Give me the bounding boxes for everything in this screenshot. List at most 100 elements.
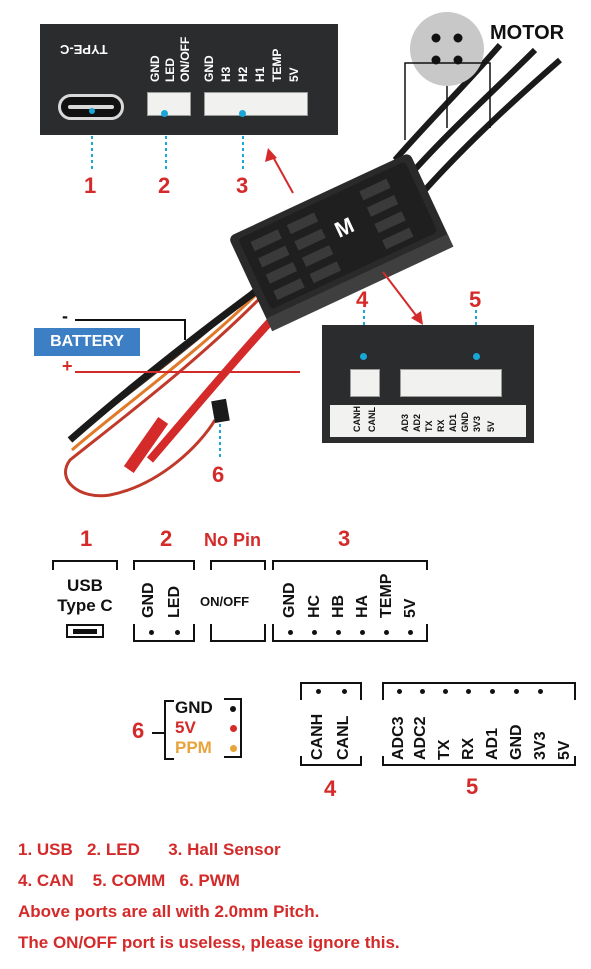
top-label-led: LED [163,58,177,82]
top-label-h3: H3 [219,66,233,82]
port3-dot-5 [384,630,389,635]
battery-box: BATTERY [34,328,140,356]
port1-bracket [52,560,118,570]
port4-pin-canh: CANH [309,713,326,760]
port2-pin-gnd: GND [140,582,157,618]
port5-connector [382,682,576,700]
callout-6: 6 [212,462,225,487]
top-label-typec: TYPE-C [60,42,108,57]
hall-connector [204,92,308,116]
port6-tick [152,732,164,734]
port5-dot-7 [538,689,543,694]
callout-3: 3 [236,173,249,198]
port5-pin-gnd: GND [508,724,525,760]
nopin-label: ON/OFF [200,594,250,609]
battery-minus-line [75,319,186,340]
port2-dot-2 [175,630,180,635]
motor-icon [410,12,484,86]
port3-pin-ha: HA [354,594,371,618]
top-label-h1: H1 [253,66,267,82]
comm-connector [400,369,502,397]
port6-dot-gnd [230,706,236,712]
port2-dot-1 [149,630,154,635]
nopin-top-bracket [210,560,266,570]
port3-dot-4 [360,630,365,635]
pcb-label-ad3: AD3 [400,413,410,432]
port5-bottom-bracket [382,756,576,766]
port6-connector [224,698,242,758]
battery-minus: - [62,306,68,326]
port3-dot-6 [408,630,413,635]
photo-section: M TYPE-C GND [34,12,565,498]
callout-1: 1 [84,173,97,198]
port6-dot-ppm [230,745,237,752]
bottom-port-panel [322,325,534,443]
pinout-diagram: 1 USB Type C 2 GND LED No Pin ON/OFF 3 G… [0,520,591,820]
motor-label: MOTOR [490,22,565,44]
port3-top-bracket [272,560,428,570]
note-line-2: 4. CAN 5. COMM 6. PWM [18,871,240,890]
port4-bottom-bracket [300,756,362,766]
port5-pin-adc2: ADC2 [412,716,429,760]
callout-2: 2 [158,173,171,198]
pcb-label-tx: TX [424,420,434,432]
top-label-temp: TEMP [270,48,284,82]
port4-pin-canl: CANL [335,715,352,760]
port2-number: 2 [160,526,173,551]
battery-label: BATTERY [50,333,124,350]
port3-dot-3 [336,630,341,635]
port5-number: 5 [466,774,479,799]
port3-pin-hc: HC [306,594,323,618]
top-label-h2: H2 [236,66,250,82]
port4-connector [300,682,362,700]
port1-title-2: Type C [57,596,113,615]
motor-wire-1 [392,43,503,162]
port6-pin-ppm: PPM [175,738,212,757]
top-label-5v: 5V [287,67,301,82]
top-label-onoff: ON/OFF [178,36,192,82]
usb-c-icon [66,624,104,638]
port5-dot-5 [490,689,495,694]
nopin-title: No Pin [204,530,261,550]
port3-connector [272,624,428,642]
esc-photo-graphics: M [64,12,562,498]
top-port-panel [40,24,338,135]
port6-dot-5v [230,725,237,732]
motor-wire-2 [407,47,538,177]
pcb-label-ad1: AD1 [448,413,458,432]
port2-top-bracket [133,560,195,570]
port6-number: 6 [132,718,145,743]
port4-number: 4 [324,776,337,801]
port3-number: 3 [338,526,351,551]
port3-pin-5v: 5V [402,598,419,618]
note-line-1: 1. USB 2. LED 3. Hall Sensor [18,840,281,859]
port1-title-1: USB [67,576,103,595]
port3-dot-1 [288,630,293,635]
signal-cable [64,288,270,498]
top-label-gnd2: GND [202,55,216,82]
port6-pin-5v: 5V [175,718,196,737]
pwm-plug [211,398,230,424]
top-label-gnd: GND [148,55,162,82]
battery-plus: + [62,356,73,376]
pcb-label-gnd: GND [460,412,470,432]
port5-dot-4 [466,689,471,694]
port5-dot-2 [420,689,425,694]
port6-pin-gnd: GND [175,698,213,717]
callout-4: 4 [356,287,369,312]
port3-pin-gnd: GND [281,582,298,618]
port1-number: 1 [80,526,93,551]
port4-dot-1 [316,689,321,694]
nopin-connector [210,624,266,642]
note-line-4: The ON/OFF port is useless, please ignor… [18,933,400,952]
port2-pin-led: LED [166,586,183,618]
pcb-label-3v3: 3V3 [472,415,482,432]
pcb-label-rx: RX [436,419,446,432]
can-connector [350,369,380,397]
port5-pin-adc3: ADC3 [390,716,407,760]
callout-5: 5 [469,287,482,312]
port3-pin-hb: HB [330,594,347,618]
pcb-label-canl: CANL [367,407,377,432]
esc-body: M [230,154,454,332]
pcb-label-canh: CANH [352,406,362,432]
